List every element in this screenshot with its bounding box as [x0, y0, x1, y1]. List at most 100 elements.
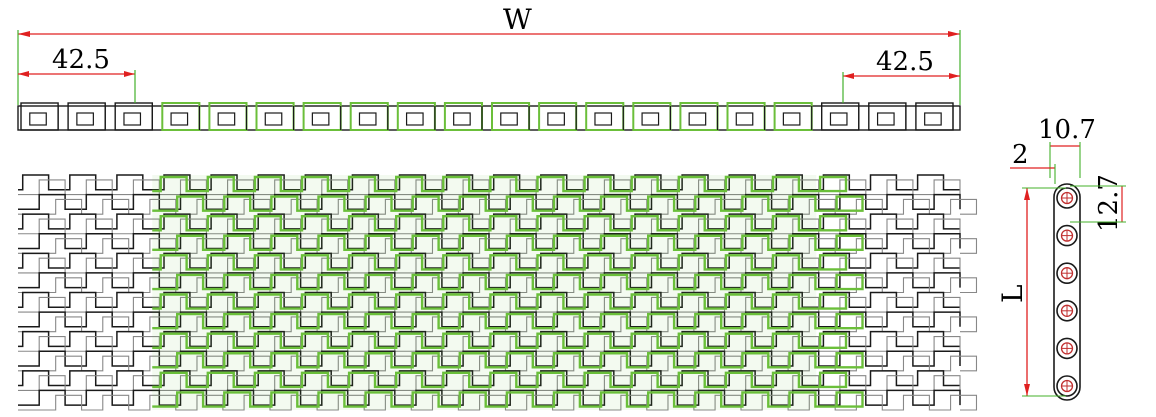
side-hinge [1056, 337, 1078, 360]
side-hinge-outer [1056, 224, 1078, 247]
edge-module-link [302, 102, 342, 131]
left-margin-arrow-right [124, 71, 135, 77]
side-hinge-pin [1060, 267, 1074, 280]
edge-module-link [208, 102, 248, 131]
edge-module-slot [358, 112, 377, 126]
highlight-region [152, 175, 817, 410]
side-hinge [1056, 224, 1078, 247]
edge-module-link [632, 102, 672, 131]
plan-row-outline [18, 193, 961, 211]
plan-row-highlight [152, 195, 864, 212]
plan-row-highlight [152, 273, 864, 291]
left-margin-arrow-left [18, 71, 29, 77]
edge-module-link [443, 102, 483, 131]
plan-row-outline [18, 370, 960, 387]
edge-module [302, 102, 342, 131]
edge-module-slot [688, 112, 707, 126]
plan-row-outline [18, 291, 960, 308]
side-hinge-pin [1060, 379, 1074, 393]
edge-module-link [20, 102, 59, 131]
plan-row-highlight [152, 371, 848, 389]
edge-module [773, 102, 813, 131]
side-hinge-outer [1056, 299, 1078, 322]
edge-module [161, 102, 201, 131]
edge-module-link [349, 102, 389, 131]
edge-module [585, 102, 625, 131]
edge-module-link [255, 102, 295, 131]
edge-module-link [396, 102, 436, 131]
edge-module [632, 102, 672, 131]
side-hinge-pin [1060, 229, 1074, 242]
edge-module [349, 102, 389, 131]
edge-module-link [67, 102, 106, 131]
edge-module-slot [782, 112, 801, 126]
edge-module-slot [76, 112, 94, 126]
left-margin-label: 42.5 [52, 45, 110, 75]
plan-row-highlight [152, 352, 864, 369]
edge-module-slot [876, 112, 895, 126]
plan-row-highlight [152, 234, 864, 252]
edge-module-link [821, 102, 860, 131]
plan-row-underside [18, 394, 978, 411]
belt-side-view [1053, 183, 1081, 401]
edge-module-link [726, 102, 766, 131]
plan-row [18, 389, 978, 411]
plan-row-outline [18, 272, 961, 289]
length-arrow-top [1024, 188, 1030, 200]
belt-plan-view [18, 174, 978, 411]
edge-module-slot [170, 112, 189, 126]
edge-module-slot [405, 112, 424, 126]
edge-module-slot [123, 112, 142, 126]
edge-module [396, 102, 436, 131]
plan-row-highlight [152, 293, 848, 310]
right-margin-arrow-right [949, 73, 960, 79]
edge-module [67, 102, 106, 131]
plan-row-highlight [152, 391, 864, 408]
edge-module [20, 102, 59, 131]
side-hinge-pin [1060, 304, 1074, 317]
plan-row-outline [18, 174, 960, 191]
side-hinge [1056, 375, 1078, 397]
offset-label: 2 [1012, 140, 1029, 170]
plan-row-outline [18, 330, 960, 348]
side-chain-outline [1053, 183, 1081, 401]
edge-module-link [585, 102, 625, 131]
edge-module [443, 102, 483, 131]
edge-outline [17, 105, 961, 131]
width-arrow-right [948, 31, 960, 37]
edge-module [726, 102, 766, 131]
edge-module [679, 102, 719, 131]
width-arrow-left [18, 31, 30, 37]
side-hinge [1056, 299, 1078, 322]
dimension-lines: W 42.5 42.5 10.7 2 12.7 L [17, 3, 1126, 397]
edge-module-link [114, 102, 153, 131]
side-hinge-outer [1056, 337, 1078, 360]
plan-row-highlight [152, 214, 848, 232]
edge-module [915, 102, 954, 131]
length-arrow-bottom [1024, 384, 1030, 396]
side-hinge-outer [1056, 187, 1078, 209]
side-hinge-pin [1060, 191, 1074, 205]
plan-row-outline [18, 213, 960, 230]
edge-module [114, 102, 153, 131]
edge-module-slot [594, 112, 613, 126]
side-hinge [1056, 262, 1078, 285]
edge-module-slot [924, 112, 942, 126]
plan-row-outline [18, 252, 960, 269]
width-label: W [503, 3, 532, 36]
plan-row-outline [18, 350, 961, 367]
edge-module-slot [500, 112, 518, 126]
edge-module-link [491, 102, 531, 131]
edge-module-slot [829, 112, 848, 126]
side-hinge-pin [1060, 342, 1074, 355]
side-hinge-outer [1056, 262, 1078, 285]
edge-module-slot [641, 112, 660, 126]
plan-row-outline [18, 311, 961, 328]
edge-module-slot [264, 112, 283, 126]
edge-module-link [868, 102, 907, 131]
length-label: L [996, 284, 1029, 303]
edge-module-slot [311, 112, 330, 126]
plan-row-highlight [152, 254, 848, 271]
plan-row-highlight [152, 312, 864, 330]
